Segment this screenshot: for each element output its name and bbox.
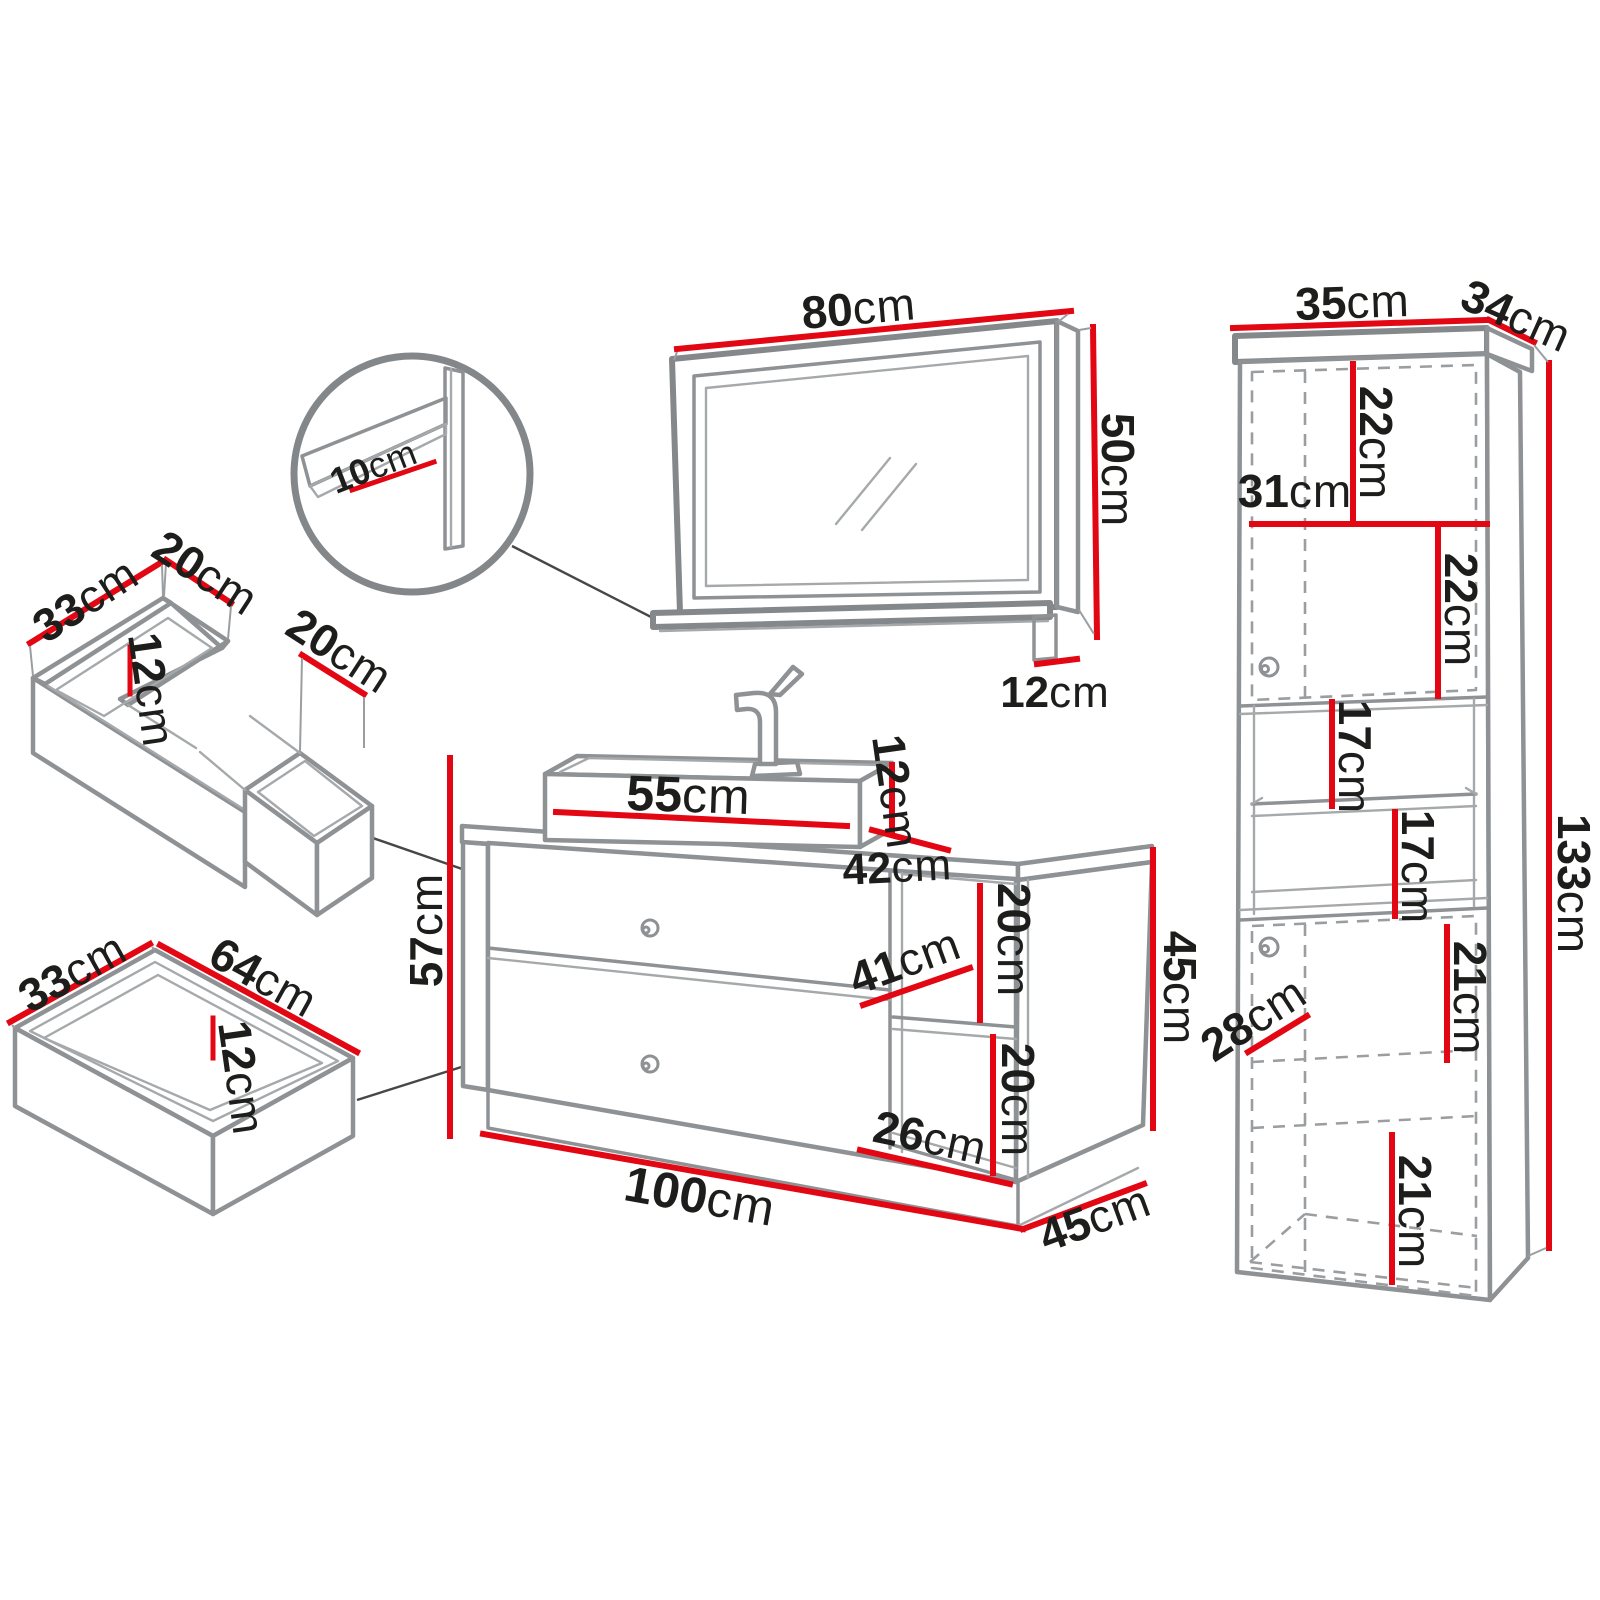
dim-drawer-height: 12cm — [208, 1017, 275, 1138]
cutout-drawer-front-wall — [30, 675, 248, 890]
measure-line-vanity-shelf-depth — [859, 964, 974, 1009]
dim-column-bottom-door-lower: 21cm — [1389, 1155, 1441, 1270]
column-shelf — [1250, 792, 1478, 806]
measure-line-cutout-left-width — [161, 555, 236, 608]
detail-mirror-edge — [443, 366, 465, 551]
faucet-icon — [733, 664, 805, 779]
dim-niche-side-height: 45cm — [1154, 931, 1206, 1046]
measure-line-drawer-width — [155, 940, 362, 1057]
column-bottom-door — [1250, 914, 1478, 1298]
dim-basin-height: 12cm — [862, 731, 929, 852]
column-upper-door — [1250, 363, 1478, 702]
measure-line-vanity-depth — [1019, 1180, 1148, 1233]
pointer-detail-to-mirror-shelf — [511, 544, 654, 620]
column-divider-2 — [1238, 906, 1489, 922]
column-open-section-walls — [1252, 697, 1476, 916]
standard-drawer: 33cm 64cm 12cm — [5, 922, 362, 1217]
shelf-detail-circle: 10cm — [290, 352, 534, 596]
detail-circle-border — [290, 352, 534, 596]
dim-cutout-right-width: 20cm — [278, 598, 402, 704]
drawer-floor — [42, 973, 324, 1112]
vanity-left-side — [460, 839, 491, 1093]
drawer-side-face — [210, 1055, 356, 1217]
mirror-glass-edge — [704, 354, 1030, 588]
column-divider-1 — [1238, 695, 1489, 708]
dim-column-shelf-upper: 17cm — [1329, 700, 1381, 815]
cutout-drawer-right-floor — [256, 759, 364, 838]
drawer-knob-highlight — [641, 925, 651, 935]
dim-column-width: 35cm — [1294, 274, 1410, 330]
measure-line-cutout-right-width — [297, 650, 369, 699]
dim-column-top-door-upper: 22cm — [1350, 386, 1402, 501]
vanity-cabinet: 55cm 12cm 42cm 57cm 41cm 20cm 20cm 26cm … — [400, 664, 1206, 1262]
measure-line-column-bottom-depth — [1243, 1011, 1312, 1057]
mirror-inner-frame — [692, 340, 1042, 600]
vanity-drawer-split — [486, 946, 892, 992]
dim-niche-bottom-height: 20cm — [992, 1043, 1044, 1158]
dim-basin-width: 55cm — [626, 765, 752, 825]
mirror: 80cm 50cm 12cm — [650, 277, 1144, 717]
measure-line-basin-depth — [868, 826, 952, 854]
dim-column-shelf-lower: 17cm — [1392, 810, 1444, 925]
tall-cabinet: 35cm 34cm 133cm 22cm 31cm 22cm 17cm 17cm… — [1191, 268, 1600, 1303]
measure-line-mirror-shelf-depth — [1033, 655, 1081, 668]
dim-basin-depth: 42cm — [841, 840, 953, 895]
mirror-side-panel — [1054, 318, 1081, 615]
measure-line-niche-width — [856, 1146, 1014, 1188]
column-top-slab-side — [1484, 325, 1535, 374]
dim-vanity-depth: 45cm — [1032, 1174, 1157, 1262]
vanity-right-side — [1013, 859, 1155, 1185]
cutout-drawer-right-side — [314, 803, 375, 918]
mirror-frame — [669, 318, 1060, 616]
dim-niche-width: 26cm — [869, 1100, 992, 1175]
cabinet-knob-highlight — [1260, 944, 1270, 954]
measure-line-mirror-height — [1089, 323, 1101, 641]
measure-line-basin-width — [552, 808, 851, 830]
dim-column-height: 133cm — [1548, 814, 1600, 954]
cutout-drawer-left-floor — [54, 616, 214, 718]
measure-line-cutout-depth — [25, 557, 167, 648]
dim-column-top-door-lower: 22cm — [1435, 553, 1487, 668]
dim-niche-top-height: 20cm — [988, 883, 1040, 998]
dim-vanity-width: 100cm — [620, 1155, 780, 1237]
measure-line-mirror-width — [673, 307, 1075, 353]
measure-line-column-width — [1229, 316, 1491, 332]
dim-column-top-inner-width: 31cm — [1238, 465, 1353, 517]
mirror-shine-icon — [834, 456, 918, 532]
niche-top-edge — [900, 872, 1018, 886]
measure-line-drawer-depth — [5, 939, 155, 1027]
niche-middle-shelf — [891, 1015, 1018, 1029]
cabinet-knob-highlight — [1260, 664, 1270, 674]
drawer-inner-rim — [28, 960, 340, 1123]
vanity-base — [486, 1088, 1020, 1228]
drawer-knob-highlight — [641, 1061, 651, 1071]
column-open-floor — [1250, 878, 1478, 894]
column-side-panel — [1484, 351, 1531, 1303]
measure-line-column-depth — [1484, 315, 1539, 347]
cutout-drawer: 33cm 20cm 12cm 20cm — [23, 520, 402, 918]
mirror-shelf-bracket — [1032, 613, 1058, 662]
dim-vanity-height: 57cm — [400, 873, 452, 988]
measure-line-shelf-detail-depth — [348, 458, 438, 494]
dim-column-bottom-door-upper: 21cm — [1444, 941, 1496, 1056]
measure-line-vanity-width — [479, 1130, 1027, 1233]
dim-mirror-shelf-depth: 12cm — [1000, 668, 1110, 717]
dim-cutout-height: 12cm — [118, 629, 185, 750]
dim-mirror-width: 80cm — [799, 277, 918, 339]
mirror-shelf-under-edge — [658, 619, 1050, 633]
dim-mirror-height: 50cm — [1092, 413, 1144, 528]
